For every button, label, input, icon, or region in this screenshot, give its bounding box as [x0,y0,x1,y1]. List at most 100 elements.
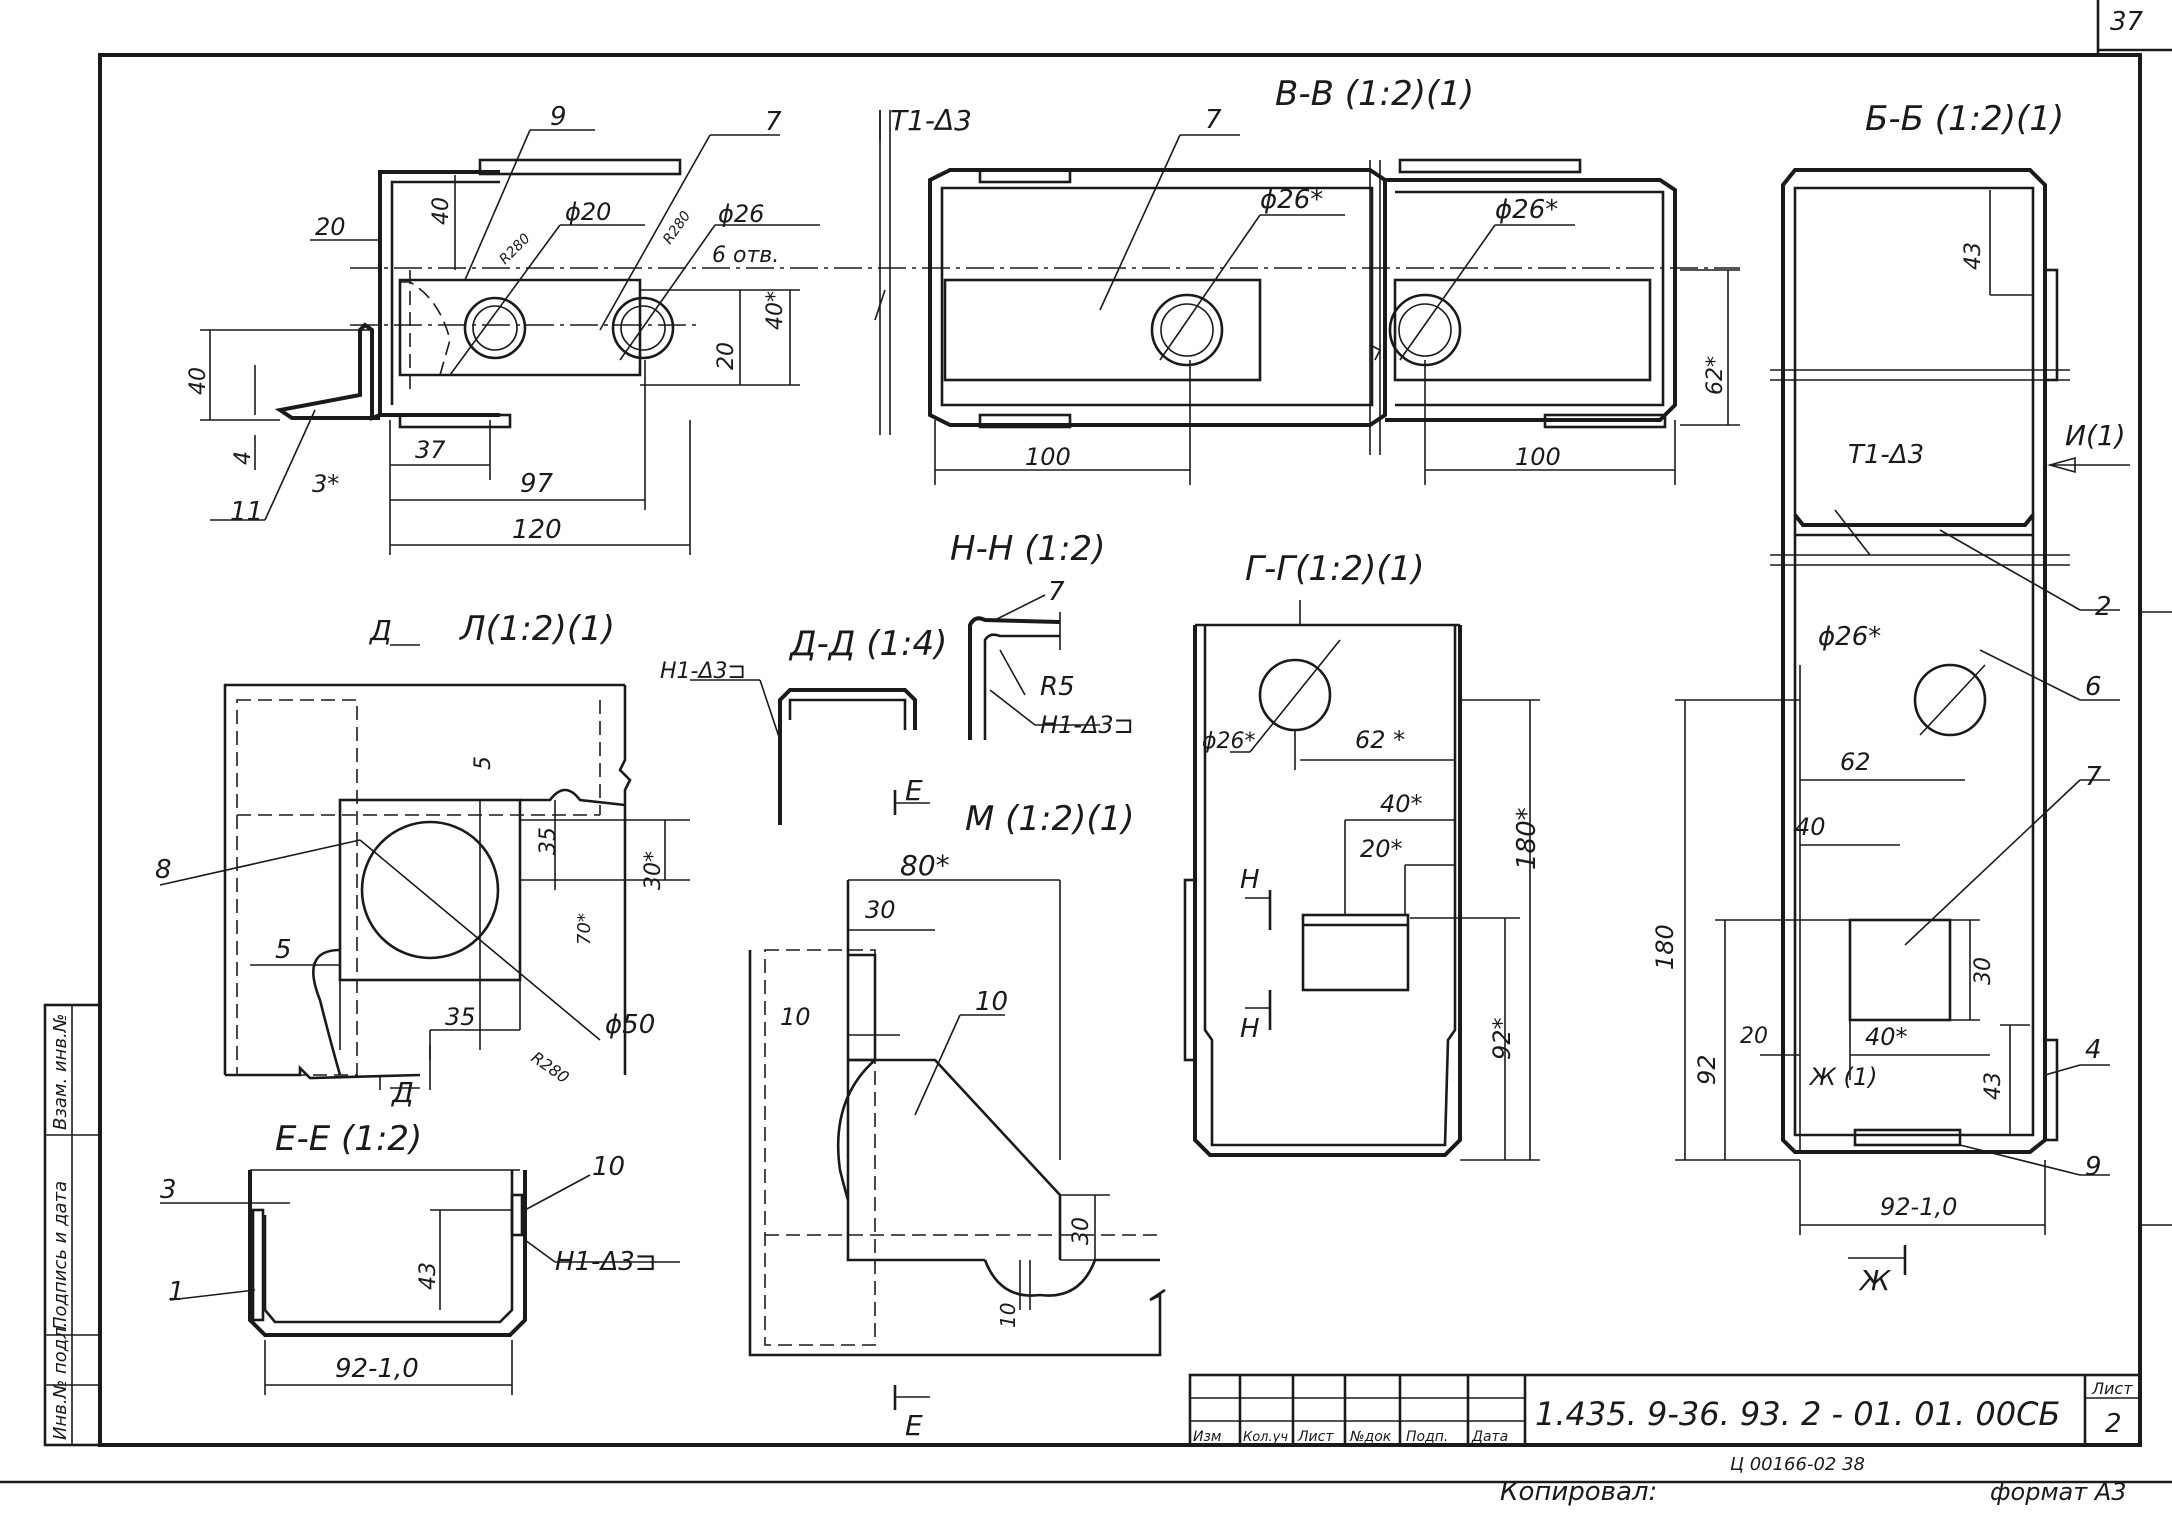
position-7-vv: 7 [1205,105,1222,135]
view-title-vv: В-В (1:2)(1) [1275,74,1474,114]
position-7-bb: 7 [2085,762,2102,792]
dim-40-star-gg: 40* [1380,790,1423,818]
dim-10-m-leader: 10 [975,987,1008,1017]
dim-100-b: 100 [1515,443,1561,471]
dim-phi26-star-a: ϕ26* [1260,185,1323,215]
view-m [748,790,1166,1410]
dim-43-bb-lower: 43 [1981,1072,2006,1100]
dim-30-m-top: 30 [865,896,896,924]
dim-10-m-bottom: 10 [996,1303,1020,1328]
document-code: 1.435. 9-36. 93. 2 - 01. 01. 00СБ [1535,1395,2060,1433]
view-mark-h-top: Н [1240,865,1260,895]
view-mark-zh: Ж [1858,1264,1892,1297]
title-col-podp: Подп. [1406,1429,1448,1445]
view-title-m: М (1:2)(1) [965,799,1135,839]
view-mark-i: И(1) [2065,419,2126,452]
section-gg [1183,600,1540,1161]
title-block [1188,1373,2142,1447]
footer-format: формат А3 [1990,1478,2127,1506]
corner-sheet-number: 37 [2110,7,2144,37]
stamp-replacement-inventory: Взам. инв.№ [50,1014,71,1131]
dim-20-star-gg: 20* [1360,835,1403,863]
view-title-ee: Е-Е (1:2) [275,1119,422,1159]
weld-t1-bb: Т1-Δ3 [1848,440,1924,470]
footer-code: Ц 00166-02 38 [1730,1454,1865,1475]
title-sheet-number: 2 [2105,1409,2122,1439]
dim-62-star: 62* [1703,356,1728,395]
dim-35-vertical: 35 [536,827,561,855]
note-6-holes: 6 отв. [712,243,779,268]
dim-92-1-bb: 92-1,0 [1880,1193,1957,1221]
dim-40-top: 40 [429,197,454,225]
view-mark-h-bottom: Н [1240,1014,1260,1044]
section-vv [879,110,1740,485]
dim-5-top: 5 [471,756,496,770]
dim-30-bb: 30 [1971,957,1996,985]
title-col-ndok: №док [1349,1429,1392,1445]
dim-92-bb: 92 [1693,1054,1721,1085]
dim-62-bb: 62 [1840,748,1871,776]
position-6: 6 [2085,672,2102,702]
dim-80-star: 80* [900,849,950,882]
position-11: 11 [230,497,263,527]
section-ee [160,1169,680,1395]
section-dd [690,679,917,825]
view-mark-zh1: Ж (1) [1808,1063,1877,1091]
dim-4: 4 [231,451,256,465]
dim-40-star: 40* [763,291,788,330]
dim-phi20: ϕ20 [565,198,611,226]
dim-70-star: 70* [574,913,595,945]
dim-120: 120 [512,515,562,545]
dim-30-star: 30* [641,851,666,890]
dim-97: 97 [520,469,554,499]
dim-180-bb: 180 [1651,924,1679,970]
view-mark-e-top: Е [905,774,923,807]
dim-37: 37 [415,436,446,464]
dim-62-star-gg: 62 * [1355,726,1405,754]
position-8: 8 [155,855,172,885]
dim-92-star-gg: 92* [1488,1017,1516,1060]
title-col-list: Лист [1297,1429,1334,1445]
side-stamp [43,1003,102,1447]
weld-h1-nn: Н1-Δ3⊐ [1040,711,1134,739]
title-col-kol: Кол.уч [1243,1430,1288,1445]
dim-r5: R5 [1040,672,1075,702]
view-title-gg: Г-Г(1:2)(1) [1245,549,1425,589]
dim-phi26: ϕ26 [718,200,764,228]
view-title-nn: Н-Н (1:2) [950,529,1105,569]
section-bb [1675,168,2130,1275]
dim-r280-a: R280 [497,231,534,268]
view-l [159,644,690,1090]
dim-100-a: 100 [1025,443,1071,471]
view-mark-d-bottom: Д [390,1076,414,1109]
footer-copied-by: Копировал: [1500,1477,1657,1507]
weld-h1-ee: Н1-Δ3⊐ [555,1247,657,1277]
dim-10-m-left: 10 [780,1003,811,1031]
dim-20-bb: 20 [1740,1024,1768,1049]
dim-20-vertical: 20 [714,342,739,370]
dim-phi26-star-bb: ϕ26* [1818,622,1881,652]
dim-20: 20 [315,213,346,241]
dim-180-star-gg: 180* [1512,807,1542,870]
dim-92-1-ee: 92-1,0 [335,1354,419,1384]
dim-3-star: 3* [312,470,339,498]
view-mark-d-top: Д [368,614,392,647]
dim-phi50: ϕ50 [605,1010,655,1040]
dim-43-ee: 43 [416,1262,441,1290]
position-7-top: 7 [765,107,782,137]
view-mark-e-bottom: Е [905,1409,923,1442]
position-2: 2 [2095,592,2112,622]
view-title-dd: Д-Д (1:4) [788,624,947,664]
drawing-frame [0,0,2172,1484]
stamp-signature-date: Подпись и дата [50,1181,71,1330]
title-col-izm: Изм [1193,1429,1222,1445]
weld-h1-dd: Н1-Δ3⊐ [660,659,746,684]
position-4: 4 [2085,1035,2102,1065]
dim-phi26-star-gg: ϕ26* [1202,729,1256,754]
stamp-inventory-original: Инв.№ подл. [50,1322,71,1440]
position-7-nn: 7 [1048,577,1065,607]
position-9-bb: 9 [2085,1152,2102,1182]
dim-43-bb: 43 [1961,242,1986,270]
title-sheet-label: Лист [2091,1379,2133,1398]
